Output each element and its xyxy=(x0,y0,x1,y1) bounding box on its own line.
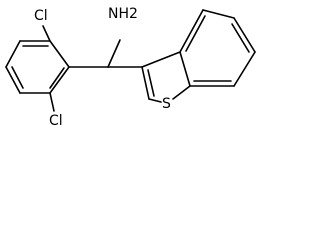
sulfur-label: S xyxy=(162,96,171,112)
bond-c3a-c4 xyxy=(179,9,204,53)
amine-label: NH2 xyxy=(108,6,138,22)
chlorine-bottom-label: Cl xyxy=(49,113,63,129)
double-bond-c6-c1 xyxy=(49,67,65,89)
bond-c2-cl xyxy=(42,25,51,42)
bond-c3a-c7a xyxy=(179,51,191,87)
bond-c3-c3a xyxy=(141,51,181,68)
bond-ch-nh2 xyxy=(107,39,121,68)
dichlorophenyl-ring xyxy=(5,40,70,94)
chlorine-top-label: Cl xyxy=(34,8,48,24)
structure-diagram: NH2 Cl Cl S xyxy=(0,0,260,136)
bond-s-c2 xyxy=(148,98,162,103)
double-bond-c4-c5 xyxy=(11,66,24,89)
molecule-drawing: NH2 Cl Cl S xyxy=(5,6,256,129)
bond-c4-c5 xyxy=(202,9,235,19)
bond-c1-c2 xyxy=(49,40,70,68)
bond-c6-c1 xyxy=(49,66,70,94)
thiophene-ring xyxy=(141,51,191,103)
bond-c3-c4 xyxy=(5,40,21,68)
bond-c7a-s xyxy=(172,85,191,100)
benzo-ring xyxy=(179,9,256,87)
bond-c6-c7 xyxy=(233,51,256,87)
double-bond-c5-c6 xyxy=(231,23,250,53)
bond-c4-c5 xyxy=(5,66,21,94)
double-bond-c3a-c4 xyxy=(185,15,206,52)
bond-c2-c3 xyxy=(141,66,150,100)
bond-c5-c6 xyxy=(233,17,256,53)
bond-c6-cl xyxy=(49,92,55,112)
double-bond-c2-c3 xyxy=(147,69,155,97)
